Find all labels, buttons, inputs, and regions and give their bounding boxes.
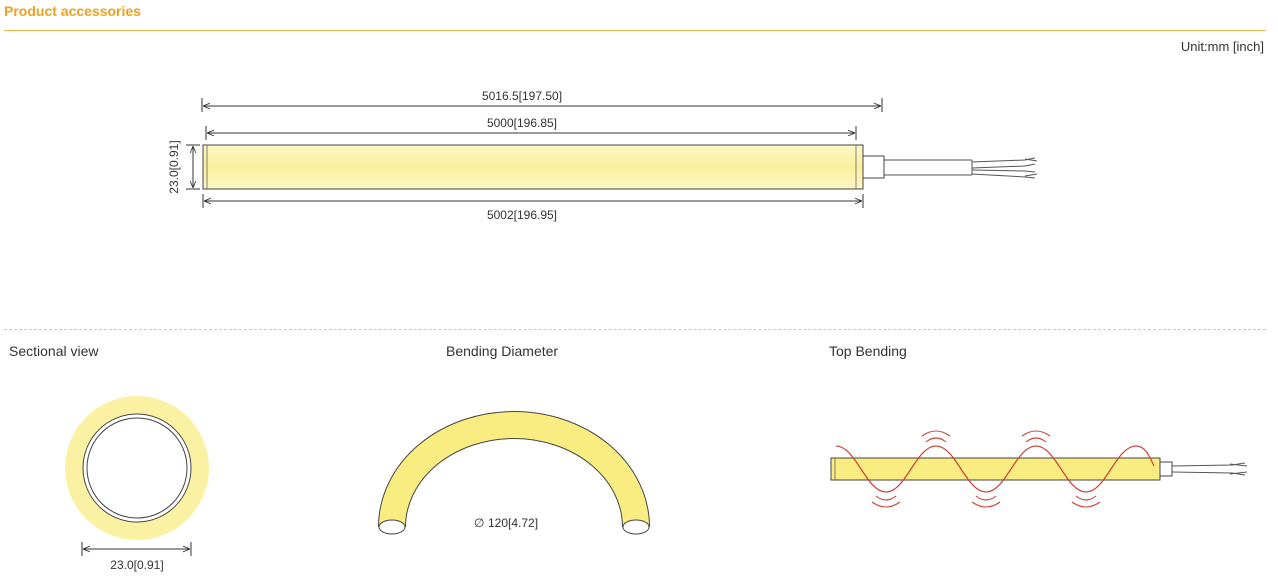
bent-tube-end-right	[622, 519, 650, 535]
overall-length-dimension: 5016.5[197.50]	[201, 89, 883, 112]
body-length-dimension: 5000[196.85]	[205, 116, 857, 140]
bending-diameter-text: 120[4.72]	[488, 516, 538, 530]
overall-length-text: 5016.5[197.50]	[482, 89, 562, 103]
motion-arcs-top-2	[1021, 430, 1051, 443]
section-title: Product accessories	[4, 3, 141, 19]
height-dimension: 23.0[0.91]	[167, 140, 200, 194]
bending-wave	[835, 445, 1155, 493]
motion-arcs-top-1	[921, 430, 951, 443]
unit-label: Unit:mm [inch]	[1180, 39, 1264, 54]
motion-arcs-bottom-1	[871, 495, 901, 508]
top-bending-view	[830, 430, 1248, 508]
motion-arcs-bottom-3	[1071, 495, 1101, 508]
bent-tube	[379, 412, 649, 528]
motion-arcs-bottom-2	[971, 495, 1001, 508]
body-length-text: 5000[196.85]	[487, 116, 557, 130]
section-divider	[4, 329, 1266, 330]
section-diameter-text: 23.0[0.91]	[110, 558, 163, 572]
sectional-view-label: Sectional view	[9, 343, 99, 359]
tube-length-text: 5002[196.95]	[487, 208, 557, 222]
diameter-symbol: ∅	[474, 516, 484, 530]
side-view: 5016.5[197.50] 5000[196.85] 23.0[0.91]	[167, 89, 1038, 222]
power-cable	[884, 157, 1038, 179]
height-text: 23.0[0.91]	[167, 140, 181, 193]
bending-diameter-view: ∅ 120[4.72]	[378, 411, 650, 535]
strip-tube	[202, 144, 864, 190]
section-inner-wall	[86, 417, 188, 519]
top-bending-cable	[1171, 462, 1246, 476]
bent-tube-end-left	[378, 519, 406, 535]
tube-length-dimension: 5002[196.95]	[202, 194, 864, 222]
bending-diameter-label: Bending Diameter	[446, 343, 559, 359]
sectional-view: 23.0[0.91]	[65, 396, 209, 572]
top-bending-label: Top Bending	[829, 343, 907, 359]
title-underline	[4, 30, 1266, 31]
end-cap	[862, 155, 885, 179]
top-bending-end-cap	[1159, 461, 1173, 477]
